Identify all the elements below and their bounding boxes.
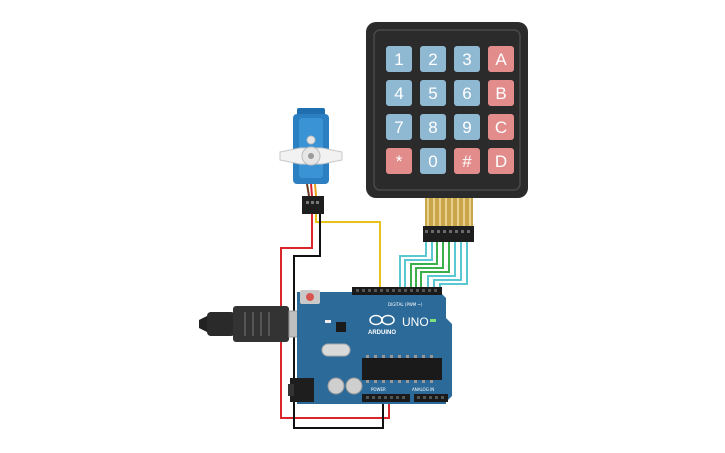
keypad-key[interactable]: 2: [420, 46, 446, 72]
keypad-key[interactable]: 9: [454, 114, 480, 140]
keypad-key-face: [488, 46, 514, 72]
keypad-ribbon: [423, 196, 474, 242]
keypad-key-label: 4: [394, 84, 403, 103]
atmega-chip: [362, 358, 442, 380]
keypad-key-label: #: [462, 152, 472, 171]
servo-connector: [302, 196, 324, 214]
keypad-key-face: [488, 80, 514, 106]
power-label: POWER: [371, 387, 386, 392]
keypad-keys: 1 2 3 A 4 5 6 B 7 8 9 C * 0 # D: [386, 46, 514, 174]
keypad-key-label: *: [396, 152, 403, 171]
servo-signal-wire[interactable]: [315, 214, 381, 292]
keypad-key-face: [386, 46, 412, 72]
analog-label: ANALOG IN: [412, 387, 434, 392]
keypad-key-label: 1: [394, 50, 403, 69]
logo-text: ARDUINO: [368, 330, 396, 336]
keypad-wire-6[interactable]: [427, 240, 456, 292]
keypad-key[interactable]: *: [386, 148, 412, 174]
wires: [280, 214, 468, 429]
keypad-header-pins: [423, 226, 474, 242]
keypad-key-face: [454, 80, 480, 106]
keypad-key[interactable]: 8: [420, 114, 446, 140]
keypad-wire-5[interactable]: [420, 240, 450, 292]
keypad-key-label: B: [495, 84, 506, 103]
keypad-key[interactable]: 6: [454, 80, 480, 106]
keypad-key-label: 2: [428, 50, 437, 69]
servo-motor[interactable]: [279, 108, 343, 214]
keypad-key-face: [386, 80, 412, 106]
keypad-key-label: A: [495, 50, 507, 69]
keypad-wire-7[interactable]: [433, 240, 462, 292]
keypad-key-label: 5: [428, 84, 437, 103]
keypad-key[interactable]: 7: [386, 114, 412, 140]
keypad-key[interactable]: #: [454, 148, 480, 174]
digital-label: DIGITAL (PWM ~): [388, 302, 423, 307]
servo-ground-wire[interactable]: [293, 214, 384, 429]
keypad-key-face: [386, 148, 412, 174]
keypad-key-label: 3: [462, 50, 471, 69]
crystal: [321, 343, 351, 357]
keypad-key[interactable]: A: [488, 46, 514, 72]
keypad-key-label: 6: [462, 84, 471, 103]
keypad-key-label: 7: [394, 118, 403, 137]
keypad-wire-2[interactable]: [404, 240, 433, 292]
arduino-uno-board[interactable]: DIGITAL (PWM ~) ARDUINO UNO: [288, 287, 452, 404]
keypad-key-face: [488, 148, 514, 174]
keypad-key-face: [420, 148, 446, 174]
model-text: UNO: [402, 315, 429, 329]
keypad-key-face: [488, 114, 514, 140]
keypad[interactable]: 1 2 3 A 4 5 6 B 7 8 9 C * 0 # D: [366, 22, 528, 242]
capacitor: [345, 377, 363, 395]
keypad-key-face: [454, 46, 480, 72]
keypad-key[interactable]: D: [488, 148, 514, 174]
keypad-key[interactable]: 5: [420, 80, 446, 106]
keypad-key-face: [420, 114, 446, 140]
keypad-wire-1[interactable]: [399, 240, 427, 292]
keypad-key-face: [420, 80, 446, 106]
usb-cable[interactable]: [199, 306, 312, 342]
keypad-wire-4[interactable]: [415, 240, 444, 292]
keypad-key-label: 9: [462, 118, 471, 137]
keypad-key[interactable]: C: [488, 114, 514, 140]
keypad-wire-3[interactable]: [410, 240, 438, 292]
keypad-key-face: [454, 114, 480, 140]
keypad-key-face: [386, 114, 412, 140]
keypad-key-label: D: [495, 152, 507, 171]
digital-header: [352, 287, 442, 295]
keypad-key-face: [454, 148, 480, 174]
keypad-key-face: [420, 46, 446, 72]
arduino-logo: ARDUINO: [368, 314, 396, 336]
keypad-key-label: 0: [428, 152, 437, 171]
keypad-key[interactable]: 0: [420, 148, 446, 174]
keypad-key-label: C: [495, 118, 507, 137]
keypad-key-label: 8: [428, 118, 437, 137]
capacitor: [327, 377, 345, 395]
keypad-key[interactable]: 1: [386, 46, 412, 72]
keypad-key[interactable]: 4: [386, 80, 412, 106]
keypad-key[interactable]: 3: [454, 46, 480, 72]
keypad-key[interactable]: B: [488, 80, 514, 106]
keypad-wire-8[interactable]: [439, 240, 468, 292]
